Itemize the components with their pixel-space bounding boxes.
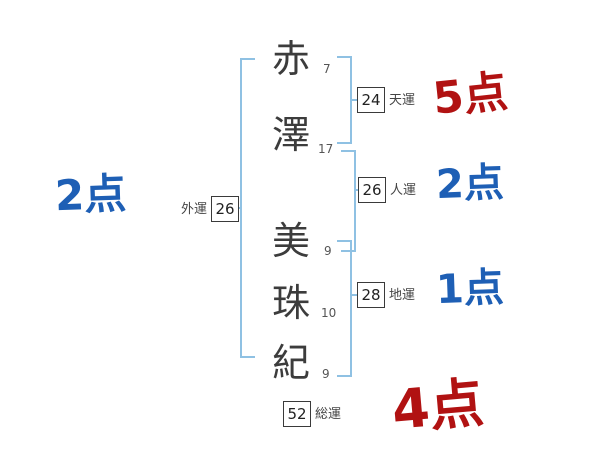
tenun-bracket-tick-top [337, 56, 352, 58]
jinun-value-box: 26 [358, 177, 386, 203]
chiun-label: 地運 [389, 288, 416, 303]
gaiun-value-box: 26 [211, 196, 239, 222]
name-char-1: 赤 [272, 37, 311, 81]
souun-label: 総運 [315, 407, 342, 422]
tenun-bracket-connector [350, 99, 358, 101]
chiun-bracket-tick-bottom [337, 375, 352, 377]
tenun-bracket-tick-bottom [337, 142, 352, 144]
souun-value-box: 52 [283, 401, 311, 427]
gaiun-bracket-tick-bottom [240, 356, 255, 358]
chiun-value-box: 28 [357, 282, 385, 308]
name-char-5: 紀 [272, 341, 311, 385]
gaiun-score: 2点 [54, 168, 128, 221]
name-char-4: 珠 [272, 281, 311, 325]
jinun-bracket-line [354, 150, 356, 252]
jinun-label: 人運 [390, 183, 417, 198]
name-char-2: 澤 [272, 113, 311, 157]
jinun-score: 2点 [435, 159, 505, 209]
jinun-bracket-tick-bottom [341, 250, 356, 252]
stroke-count-2: 17 [318, 142, 334, 156]
gaiun-bracket-tick-top [240, 58, 255, 60]
jinun-bracket-connector [354, 189, 359, 191]
chiun-bracket-tick-top [337, 240, 352, 242]
stroke-count-4: 10 [321, 306, 337, 320]
stroke-count-1: 7 [323, 62, 331, 76]
stroke-count-5: 9 [322, 367, 330, 381]
tenun-value-box: 24 [357, 87, 385, 113]
tenun-score: 5点 [430, 66, 511, 125]
tenun-label: 天運 [389, 93, 416, 108]
name-char-3: 美 [272, 219, 311, 263]
chiun-score: 1点 [435, 264, 505, 314]
souun-score: 4点 [389, 371, 487, 442]
chiun-bracket-connector [350, 294, 358, 296]
chiun-bracket-line [350, 240, 352, 377]
jinun-bracket-tick-top [341, 150, 356, 152]
stroke-count-3: 9 [324, 244, 332, 258]
gaiun-label: 外運 [181, 202, 208, 217]
